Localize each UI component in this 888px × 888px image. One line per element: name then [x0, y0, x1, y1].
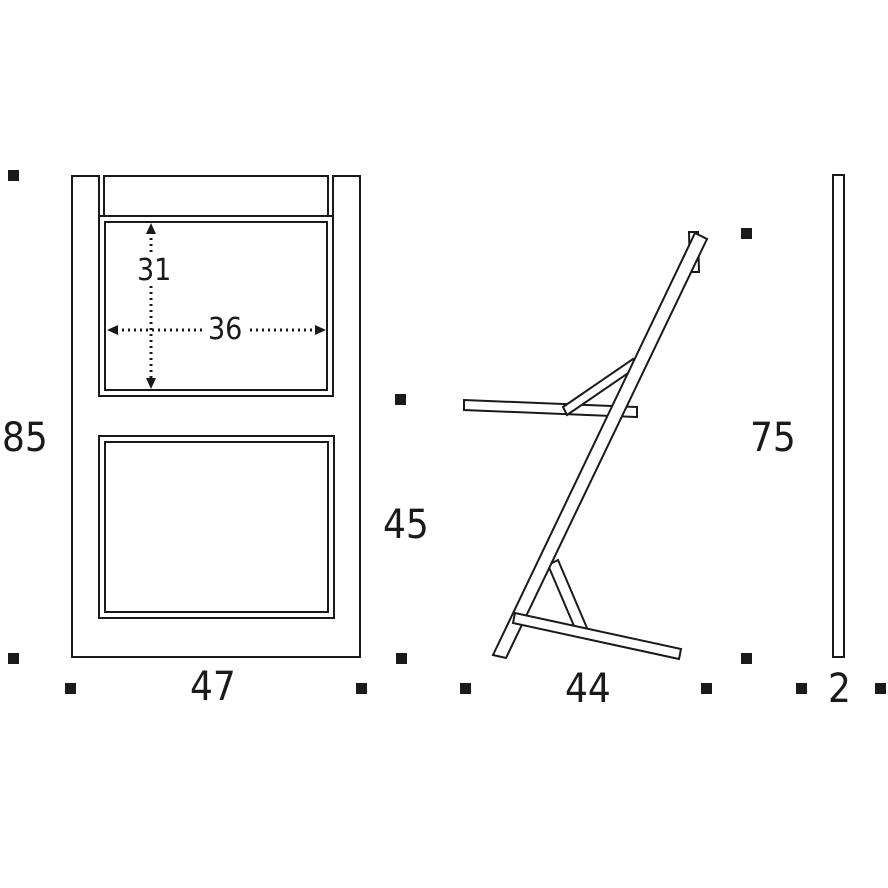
marker-square	[875, 683, 886, 694]
backrest-inner	[104, 221, 328, 391]
rear-foot-bar	[511, 611, 683, 661]
marker-square	[8, 653, 19, 664]
chair-width-label: 47	[190, 664, 236, 710]
marker-square	[741, 228, 752, 239]
arrow-up-icon	[146, 223, 156, 234]
folded-view	[832, 174, 845, 658]
seat-height-label: 45	[383, 502, 429, 548]
marker-square	[741, 653, 752, 664]
marker-square	[796, 683, 807, 694]
folded-height-label: 75	[750, 415, 796, 461]
backrest-outer	[98, 215, 334, 397]
seat-outer	[98, 435, 335, 619]
marker-square	[395, 394, 406, 405]
marker-square	[65, 683, 76, 694]
folded-chair-profile	[832, 174, 845, 658]
arrow-down-icon	[146, 378, 156, 389]
chair-depth-label: 44	[565, 666, 611, 712]
marker-square	[8, 170, 19, 181]
backrest-height-label: 31	[136, 253, 173, 288]
backrest-width-label: 36	[208, 312, 243, 347]
seat-inner	[104, 441, 329, 613]
arrow-left-icon	[107, 325, 118, 335]
front-view	[71, 175, 361, 658]
arrow-right-icon	[315, 325, 326, 335]
marker-square	[356, 683, 367, 694]
chair-front-outline	[71, 175, 361, 658]
marker-square	[701, 683, 712, 694]
side-view	[463, 231, 709, 661]
marker-square	[396, 653, 407, 664]
front-leg-long	[491, 231, 709, 660]
chair-height-label: 85	[2, 415, 48, 461]
folded-thickness-label: 2	[828, 666, 851, 712]
top-rail	[103, 175, 329, 217]
marker-square	[460, 683, 471, 694]
